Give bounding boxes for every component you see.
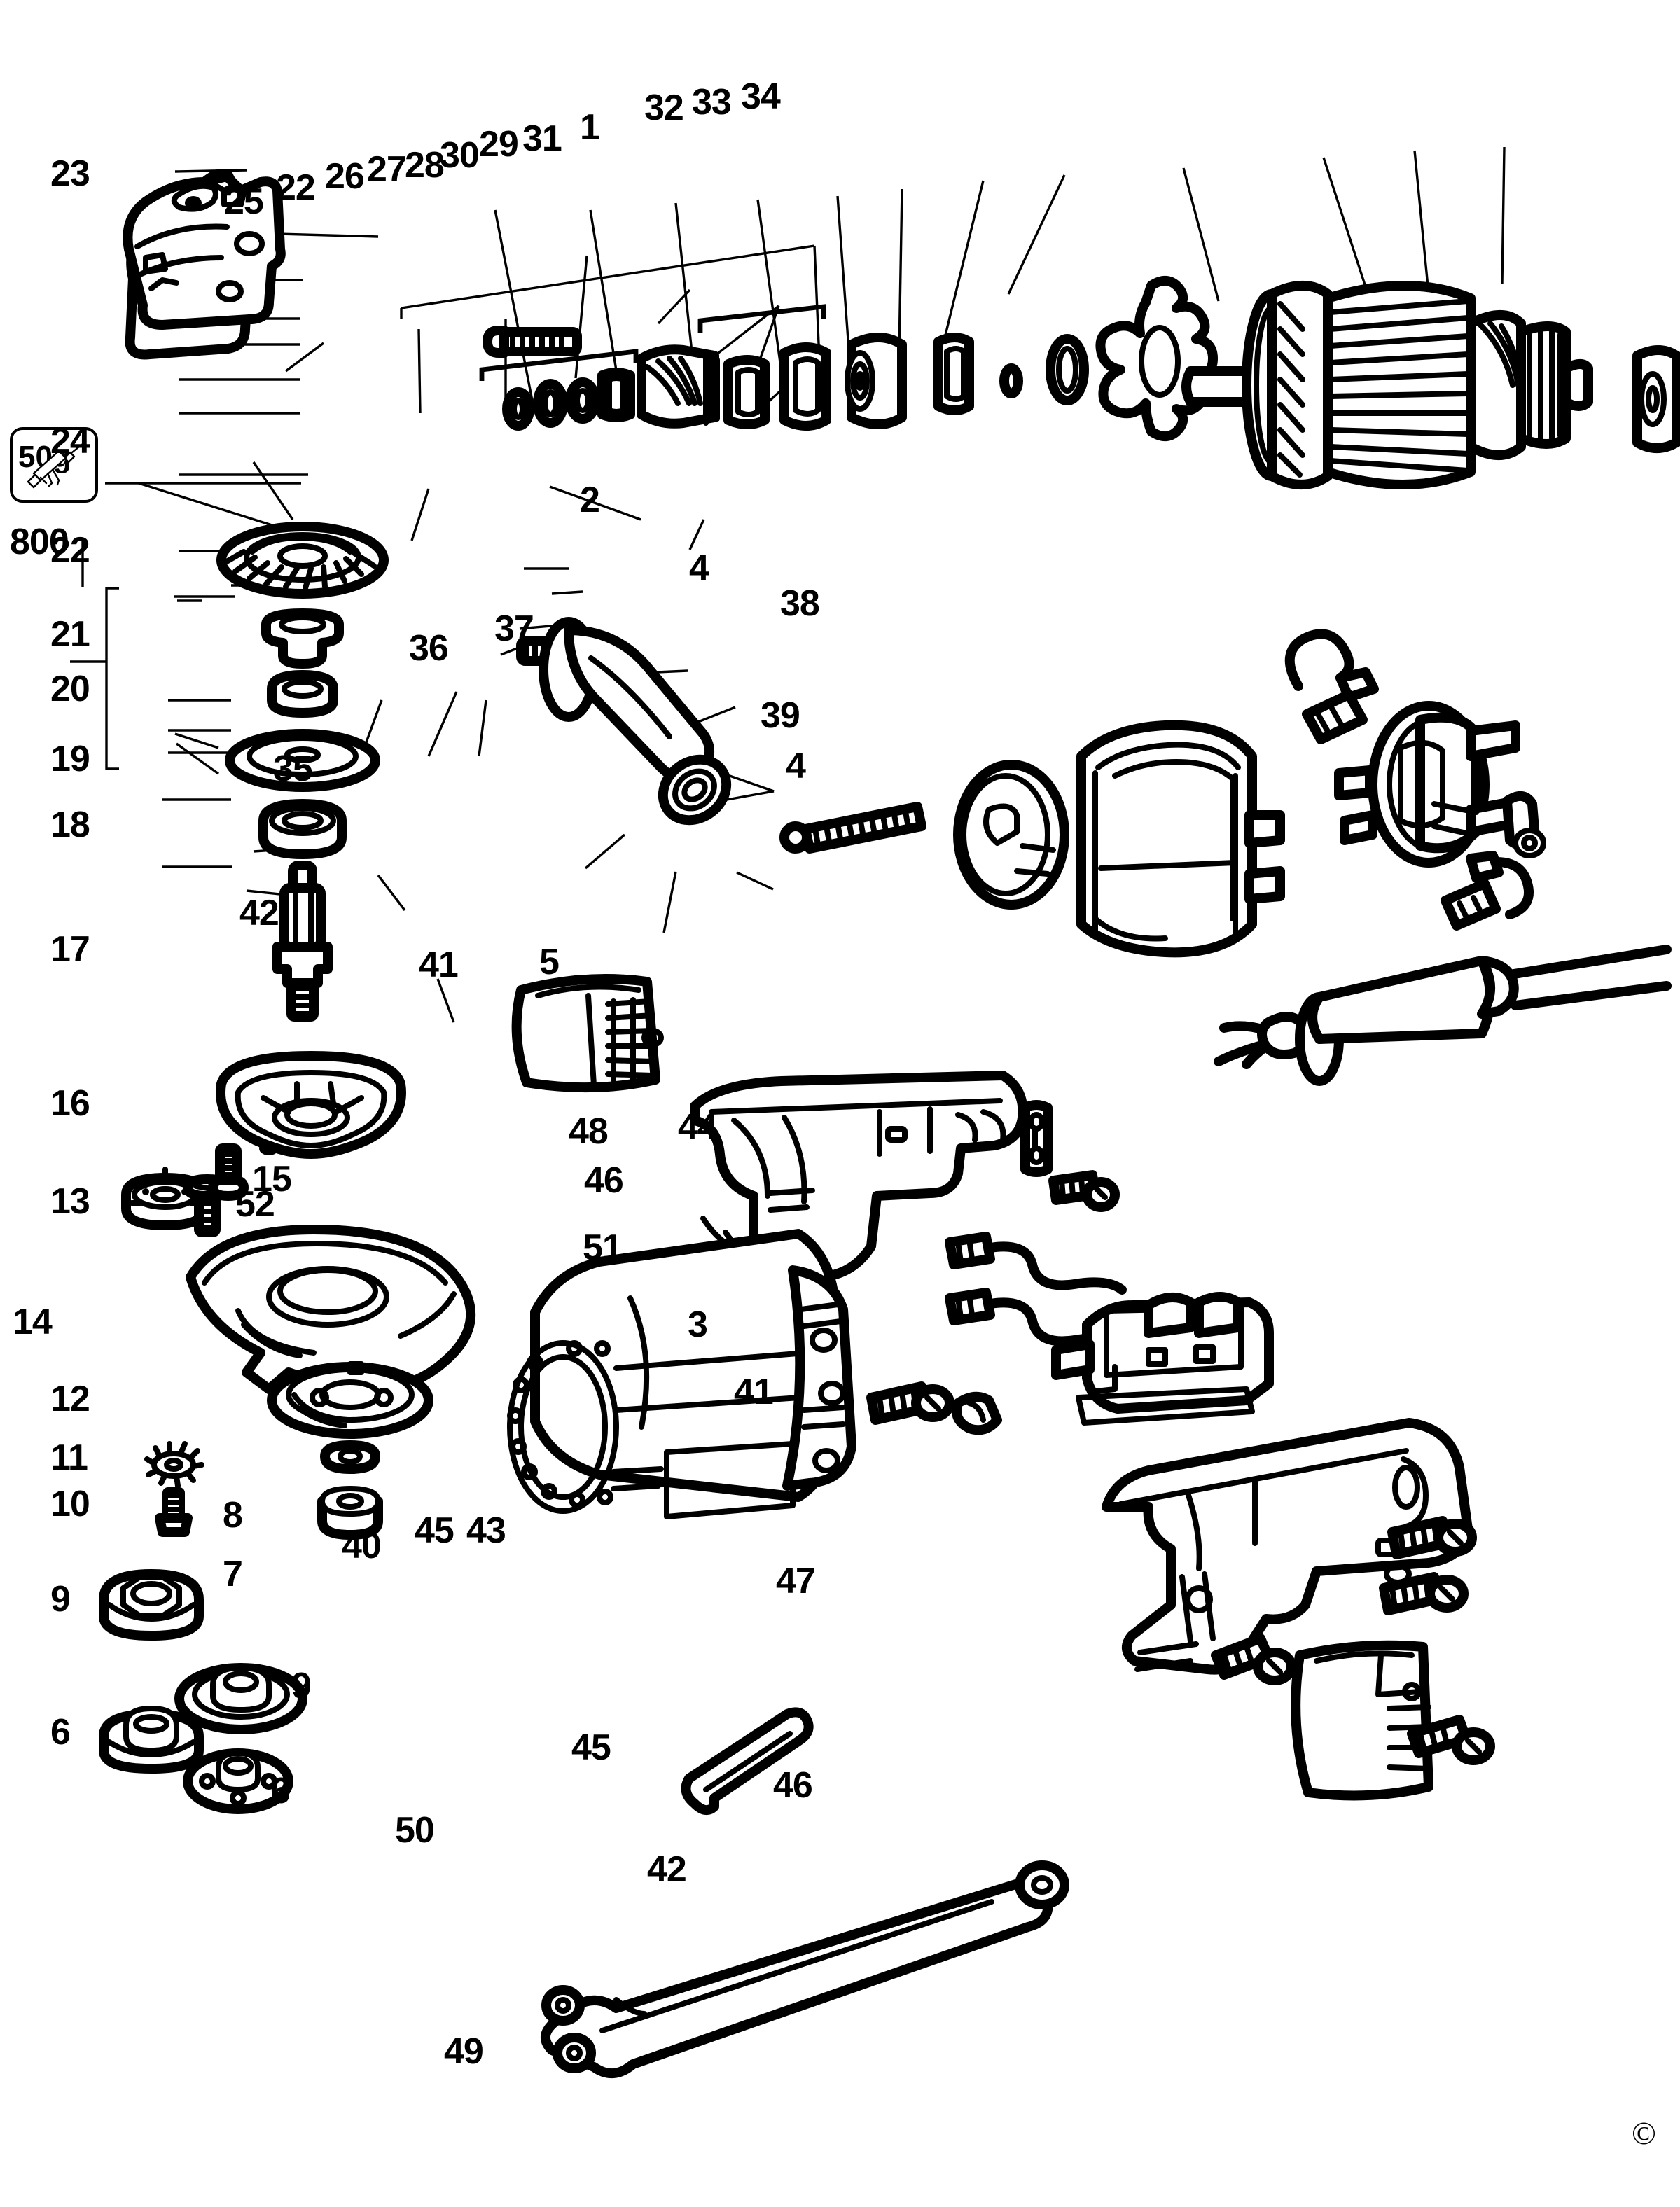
callout-46-lower: 46 [773, 1765, 813, 1806]
callout-36: 36 [409, 628, 449, 669]
callout-14: 14 [13, 1302, 53, 1342]
callout-42-lower: 42 [647, 1849, 687, 1890]
callout-20: 20 [50, 669, 90, 709]
callout-17: 17 [50, 929, 90, 970]
callout-29: 29 [479, 124, 519, 165]
callout-43: 43 [466, 1510, 506, 1551]
callout-39: 39 [761, 695, 800, 736]
callout-7: 7 [223, 1554, 243, 1594]
grease-tube-applicator-icon [27, 443, 84, 489]
callout-30: 30 [440, 135, 480, 176]
callout-16: 16 [50, 1083, 90, 1124]
callout-8: 8 [223, 1495, 243, 1536]
callout-51: 51 [583, 1227, 623, 1268]
callout-40: 40 [342, 1526, 382, 1566]
callout-34: 34 [741, 76, 781, 117]
copyright-mark: © [1632, 2115, 1656, 2151]
callout-15: 15 [252, 1159, 292, 1199]
callout-49: 49 [444, 2031, 484, 2072]
callout-22-top: 22 [276, 167, 316, 208]
callout-19: 19 [50, 739, 90, 779]
callout-46-upper: 46 [584, 1160, 624, 1201]
callout-45-lower: 45 [571, 1727, 611, 1768]
callout-18: 18 [50, 805, 90, 845]
callout-41-lower: 41 [734, 1372, 774, 1412]
callout-26: 26 [325, 156, 365, 197]
callout-25: 25 [224, 181, 264, 222]
callout-12: 12 [50, 1379, 90, 1419]
callout-5: 5 [539, 942, 560, 982]
callout-21: 21 [50, 614, 90, 655]
callout-6-mid: 6 [270, 1771, 291, 1811]
callout-42-upper: 42 [239, 893, 279, 933]
callout-33: 33 [692, 82, 732, 123]
callout-47: 47 [776, 1561, 816, 1601]
callout-3: 3 [688, 1304, 708, 1345]
callout-11: 11 [50, 1437, 88, 1478]
callout-22-left: 22 [50, 530, 90, 571]
grease-item-number: 800 [10, 522, 69, 562]
callout-52: 52 [235, 1184, 275, 1225]
callout-38: 38 [780, 583, 820, 624]
callout-50: 50 [395, 1810, 435, 1851]
callout-28: 28 [405, 145, 445, 186]
callout-23: 23 [50, 153, 90, 194]
callout-4-top: 4 [689, 548, 709, 589]
callout-2: 2 [580, 480, 600, 520]
callout-45-upper: 45 [415, 1510, 454, 1551]
callout-4-bottom: 4 [786, 746, 806, 786]
callout-31: 31 [522, 118, 562, 159]
callout-37: 37 [494, 608, 534, 649]
callout-27: 27 [367, 149, 407, 190]
callout-9-mid: 9 [291, 1666, 312, 1706]
callout-1: 1 [580, 107, 600, 148]
callout-35: 35 [273, 749, 313, 789]
callout-13: 13 [50, 1181, 90, 1222]
callout-32: 32 [644, 88, 684, 128]
callout-6-left: 6 [50, 1712, 71, 1753]
callout-9-left: 9 [50, 1579, 71, 1620]
callout-48: 48 [569, 1111, 609, 1152]
callout-10: 10 [50, 1484, 90, 1524]
callout-24: 24 [50, 421, 90, 461]
callout-44: 44 [678, 1107, 718, 1148]
callout-41-upper: 41 [419, 945, 459, 985]
